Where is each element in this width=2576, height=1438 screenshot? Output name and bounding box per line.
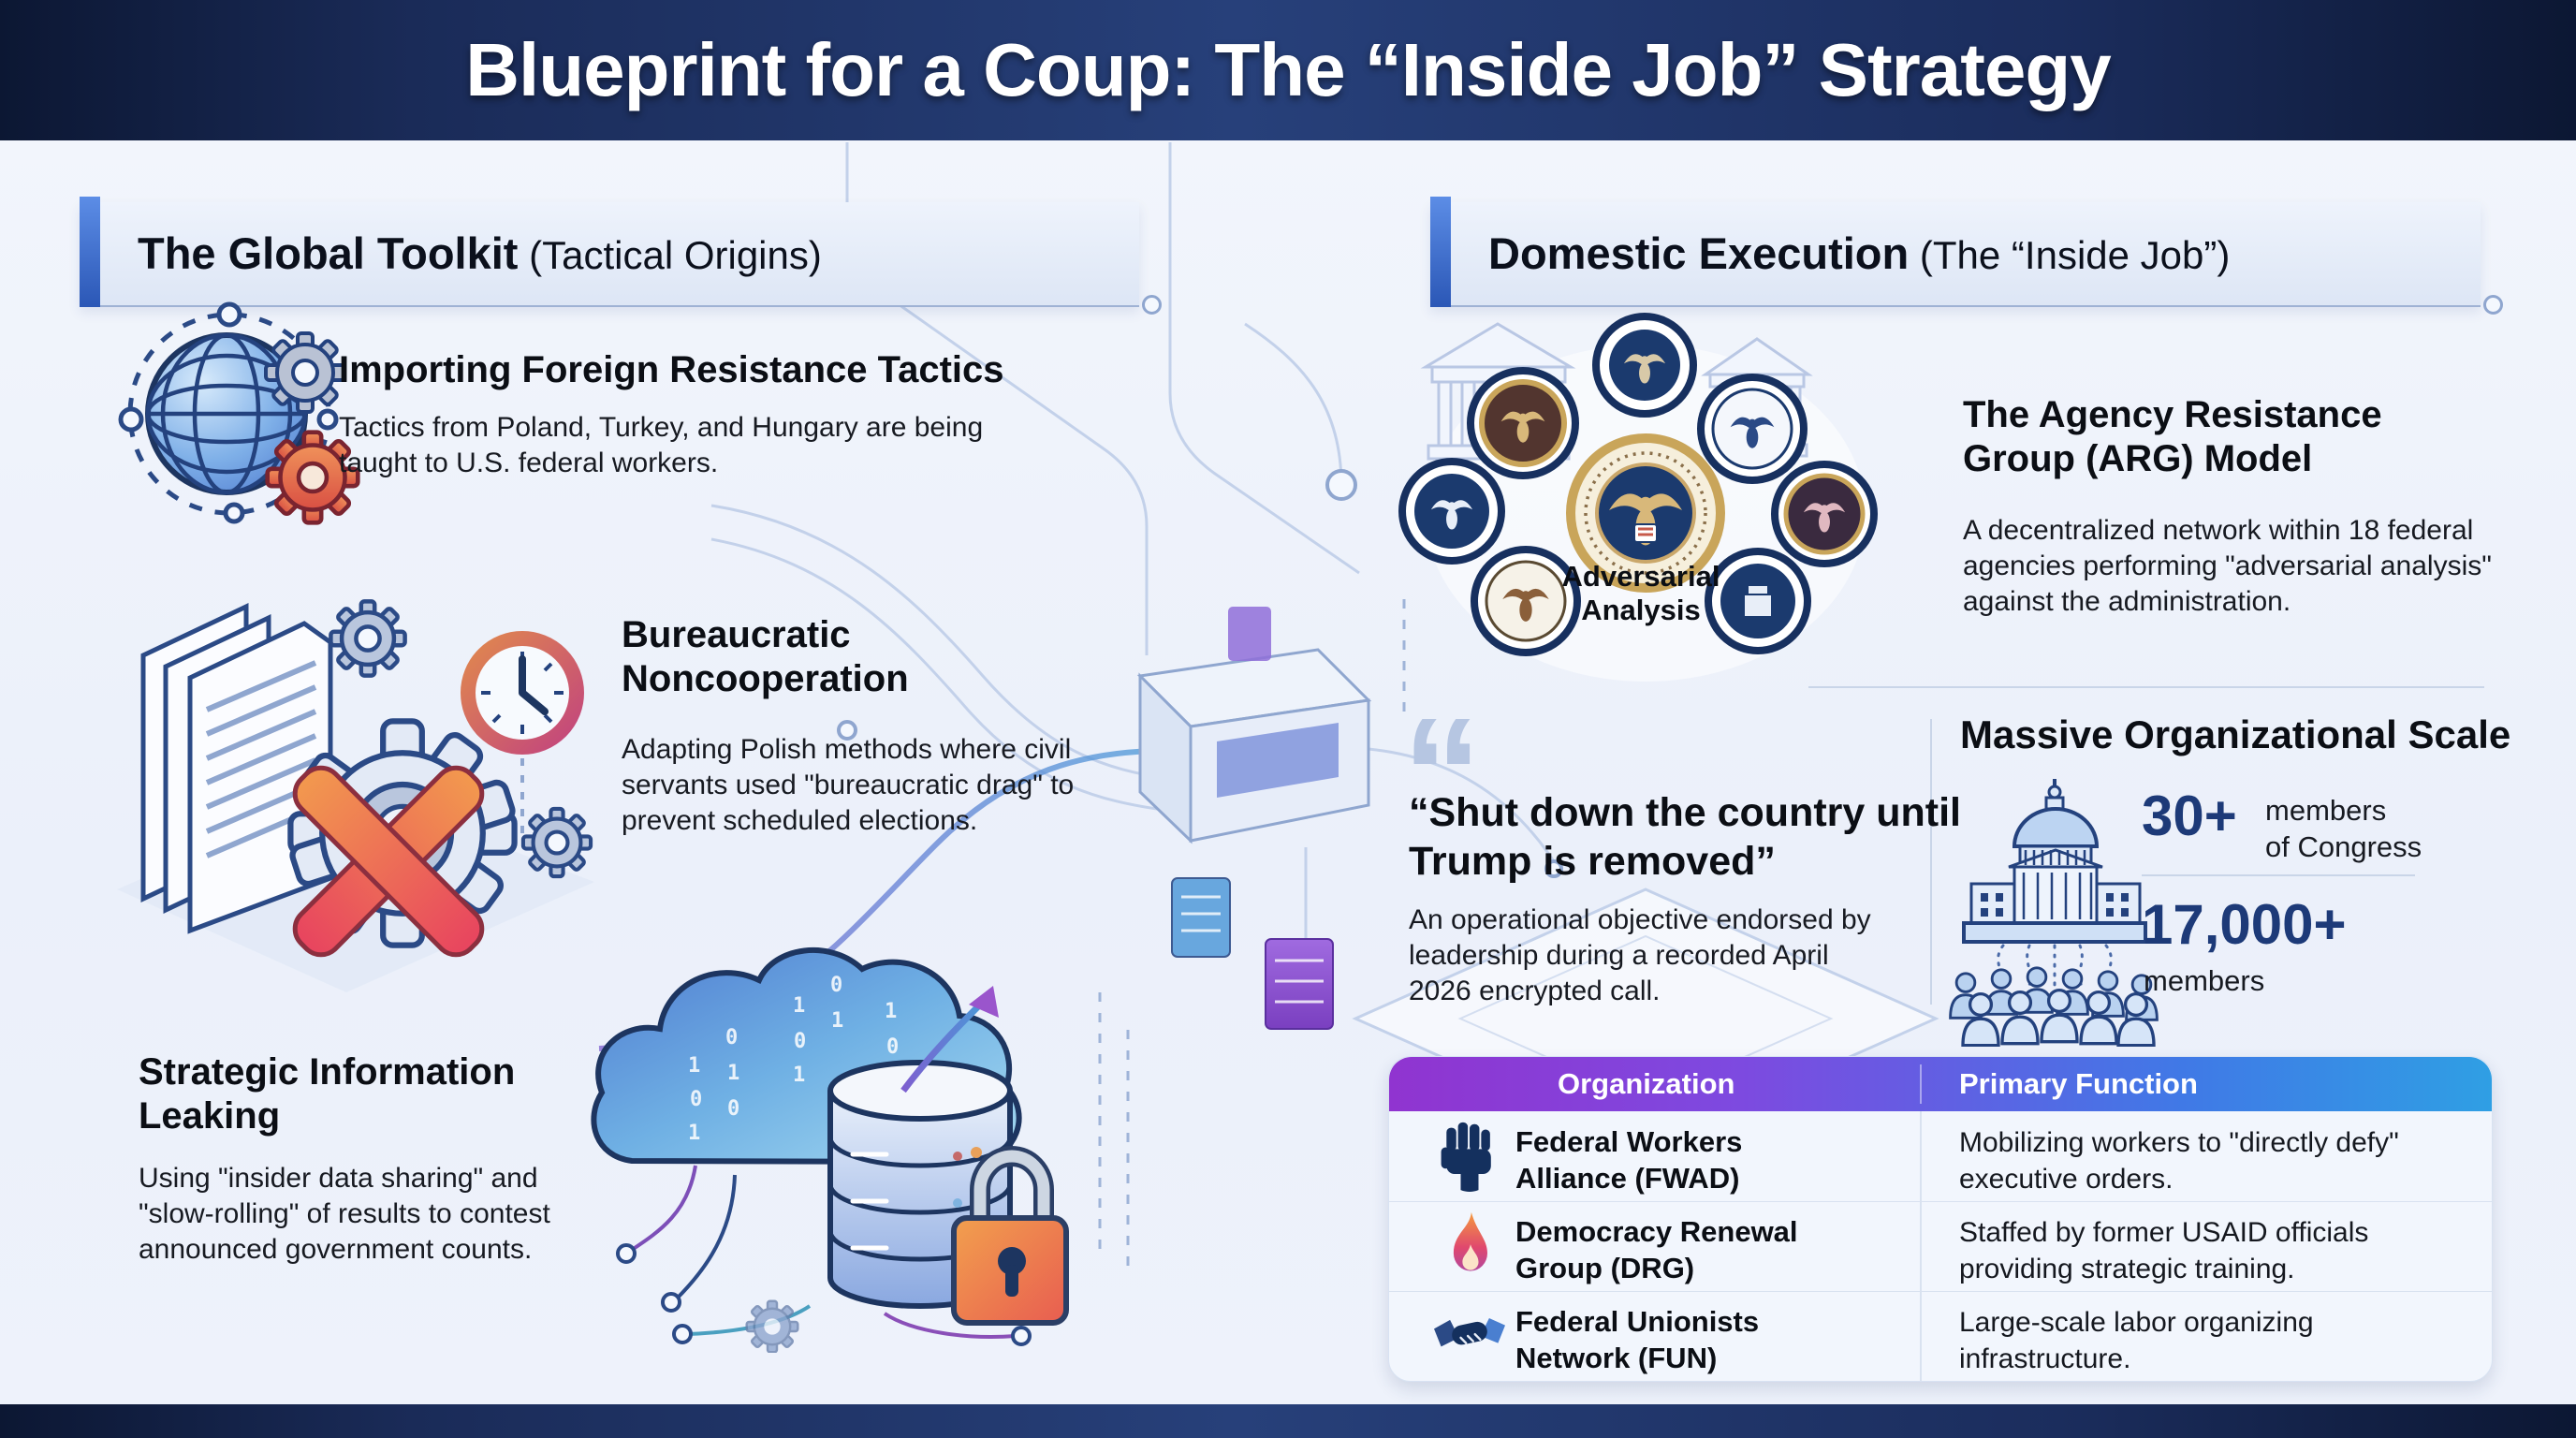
svg-text:0: 0 [725, 1026, 738, 1049]
item-heading-arg-model: The Agency Resistance Group (ARG) Model [1963, 394, 2382, 480]
table-row-separator [1389, 1201, 2492, 1202]
raised-fist-icon [1441, 1122, 1491, 1192]
svg-text:0: 0 [830, 974, 842, 997]
section-subtitle-global: (Tactical Origins) [518, 233, 822, 277]
divider-stats [2142, 874, 2415, 876]
org-function: Staffed by former USAID officials provid… [1959, 1217, 2369, 1284]
cloud-database-lock-icon: 101 010 101 01 101 [591, 947, 1069, 1353]
quote-mark-icon: “ [1402, 685, 1482, 863]
table-row: Federal Unionists Network (FUN) Large-sc… [1389, 1291, 2492, 1381]
table-col-primary-function: Primary Function [1959, 1067, 2198, 1100]
table-row: Federal Workers Alliance (FWAD) Mobilizi… [1389, 1111, 2492, 1201]
org-name: Federal Workers Alliance (FWAD) [1515, 1125, 1743, 1195]
svg-text:1: 1 [831, 1009, 843, 1033]
divider-vertical-quote-scale [1930, 719, 1932, 1005]
svg-text:1: 1 [727, 1062, 739, 1085]
stat-congress-value: 30+ [2142, 785, 2237, 847]
item-body-importing-tactics: Tactics from Poland, Turkey, and Hungary… [339, 412, 984, 479]
table-row: Democracy Renewal Group (DRG) Staffed by… [1389, 1201, 2492, 1291]
section-header-global-toolkit: The Global Toolkit (Tactical Origins) [80, 197, 1162, 315]
quote-caption: An operational objective endorsed by lea… [1409, 904, 1871, 1007]
org-name: Federal Unionists Network (FUN) [1515, 1305, 1760, 1374]
org-name: Democracy Renewal Group (DRG) [1515, 1215, 1798, 1284]
page-title: Blueprint for a Coup: The “Inside Job” S… [465, 28, 2112, 111]
scale-heading: Massive Organizational Scale [1960, 712, 2511, 756]
table-column-divider [1920, 1111, 1922, 1381]
section-subtitle-domestic: (The “Inside Job”) [1909, 233, 2231, 277]
divider-horizontal-right [1808, 686, 2484, 688]
section-title-global: The Global Toolkit [138, 228, 519, 278]
svg-text:0: 0 [727, 1097, 739, 1121]
header-band [0, 0, 2576, 140]
item-body-bureaucratic: Adapting Polish methods where civil serv… [622, 734, 1075, 837]
flame-icon [1453, 1211, 1487, 1271]
section-title-domestic: Domestic Execution [1488, 228, 1910, 278]
organizations-table: Organization Primary Function Federal Wo… [1388, 1056, 2493, 1382]
handshake-icon [1434, 1318, 1505, 1347]
table-col-organization: Organization [1558, 1067, 1735, 1100]
svg-text:1: 1 [688, 1054, 700, 1078]
svg-text:1: 1 [688, 1122, 700, 1145]
svg-text:0: 0 [690, 1088, 702, 1111]
footer-band [0, 1404, 2576, 1438]
capitol-crowd-icon [1949, 779, 2159, 1047]
stat-members-label: members [2144, 964, 2265, 997]
adversarial-analysis-label: Adversarial Analysis [1561, 560, 1720, 626]
org-function: Large-scale labor organizing infrastruct… [1959, 1307, 2314, 1374]
svg-text:0: 0 [886, 1035, 899, 1059]
item-heading-bureaucratic: Bureaucratic Noncooperation [622, 614, 909, 700]
documents-blocked-gear-icon [117, 599, 594, 992]
table-header: Organization Primary Function [1389, 1057, 2492, 1111]
globe-gears-icon [118, 301, 360, 525]
table-header-divider [1920, 1064, 1922, 1104]
svg-text:1: 1 [793, 1064, 805, 1087]
stat-congress-label: members of Congress [2265, 794, 2422, 864]
stat-members-value: 17,000+ [2142, 893, 2347, 956]
item-body-arg-model: A decentralized network within 18 federa… [1963, 515, 2492, 618]
svg-text:1: 1 [793, 994, 805, 1018]
org-function: Mobilizing workers to "directly defy" ex… [1959, 1127, 2399, 1195]
table-row-separator [1389, 1291, 2492, 1292]
quote-text: “Shut down the country until Trump is re… [1409, 790, 1961, 885]
section-header-domestic-execution: Domestic Execution (The “Inside Job”) [1430, 197, 2503, 315]
item-body-leaking: Using "insider data sharing" and "slow-r… [139, 1163, 550, 1266]
item-heading-importing-tactics: Importing Foreign Resistance Tactics [339, 349, 1004, 390]
svg-text:1: 1 [885, 1000, 897, 1023]
item-heading-leaking: Strategic Information Leaking [139, 1051, 516, 1137]
svg-text:0: 0 [794, 1030, 806, 1053]
